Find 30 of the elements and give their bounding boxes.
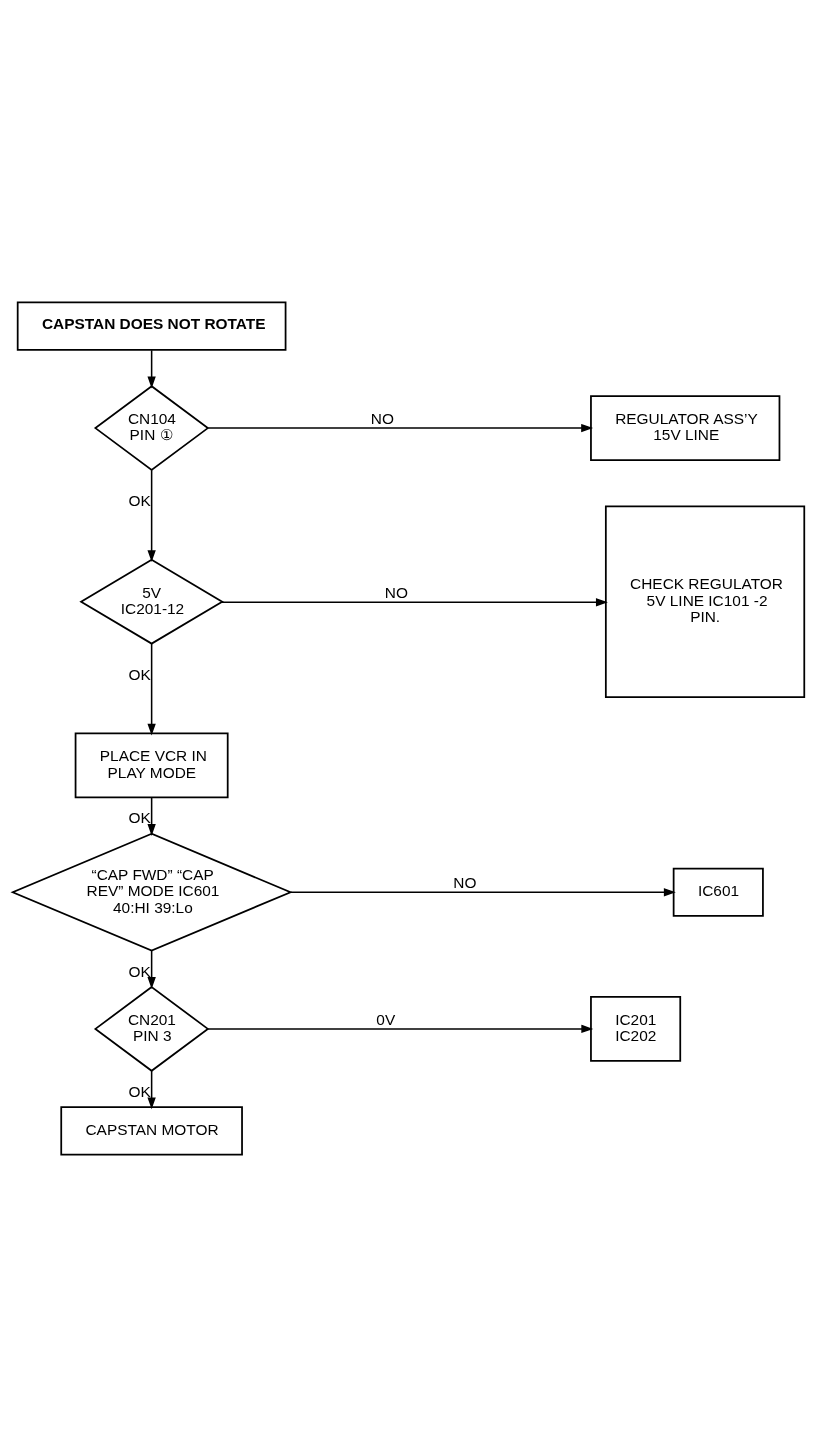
node-diamond: 5V IC201-12 (79, 558, 224, 645)
arrow (207, 423, 594, 432)
node-diamond: “CAP FWD” “CAP REV” MODE IC601 40:HI 39:Lo (10, 832, 293, 952)
edge-label: OK (128, 1082, 151, 1100)
node-diamond: CN201 PIN 3 (93, 985, 210, 1072)
edge-label: NO (370, 409, 394, 427)
arrow (207, 1024, 594, 1033)
edge-label: OK (128, 808, 151, 826)
edge-label: NO (453, 873, 477, 891)
node-box: CAPSTAN DOES NOT ROTATE (16, 301, 287, 351)
arrow (147, 468, 156, 562)
edge-label: OK (128, 665, 151, 683)
arrow (147, 1069, 156, 1109)
arrow (147, 349, 156, 388)
node-box: IC601 (672, 867, 764, 917)
edge-label: 0V (376, 1010, 396, 1028)
arrow (220, 597, 608, 606)
edge-label: OK (128, 962, 151, 980)
arrow (289, 887, 676, 896)
node-box: CAPSTAN MOTOR (60, 1105, 243, 1155)
edge-label: OK (128, 491, 151, 509)
node-diamond: CN104 PIN ① (93, 384, 210, 471)
node-box: REGULATOR ASS’Y 15V LINE (590, 394, 781, 461)
arrow (147, 949, 156, 989)
arrow (147, 642, 156, 736)
arrow (147, 796, 156, 836)
edge-label: NO (384, 583, 408, 601)
node-box: CHECK REGULATOR 5V LINE IC101 -2 PIN. (604, 505, 806, 698)
node-box: PLACE VCR IN PLAY MODE (74, 732, 229, 798)
node-box: IC201 IC202 (590, 995, 682, 1062)
